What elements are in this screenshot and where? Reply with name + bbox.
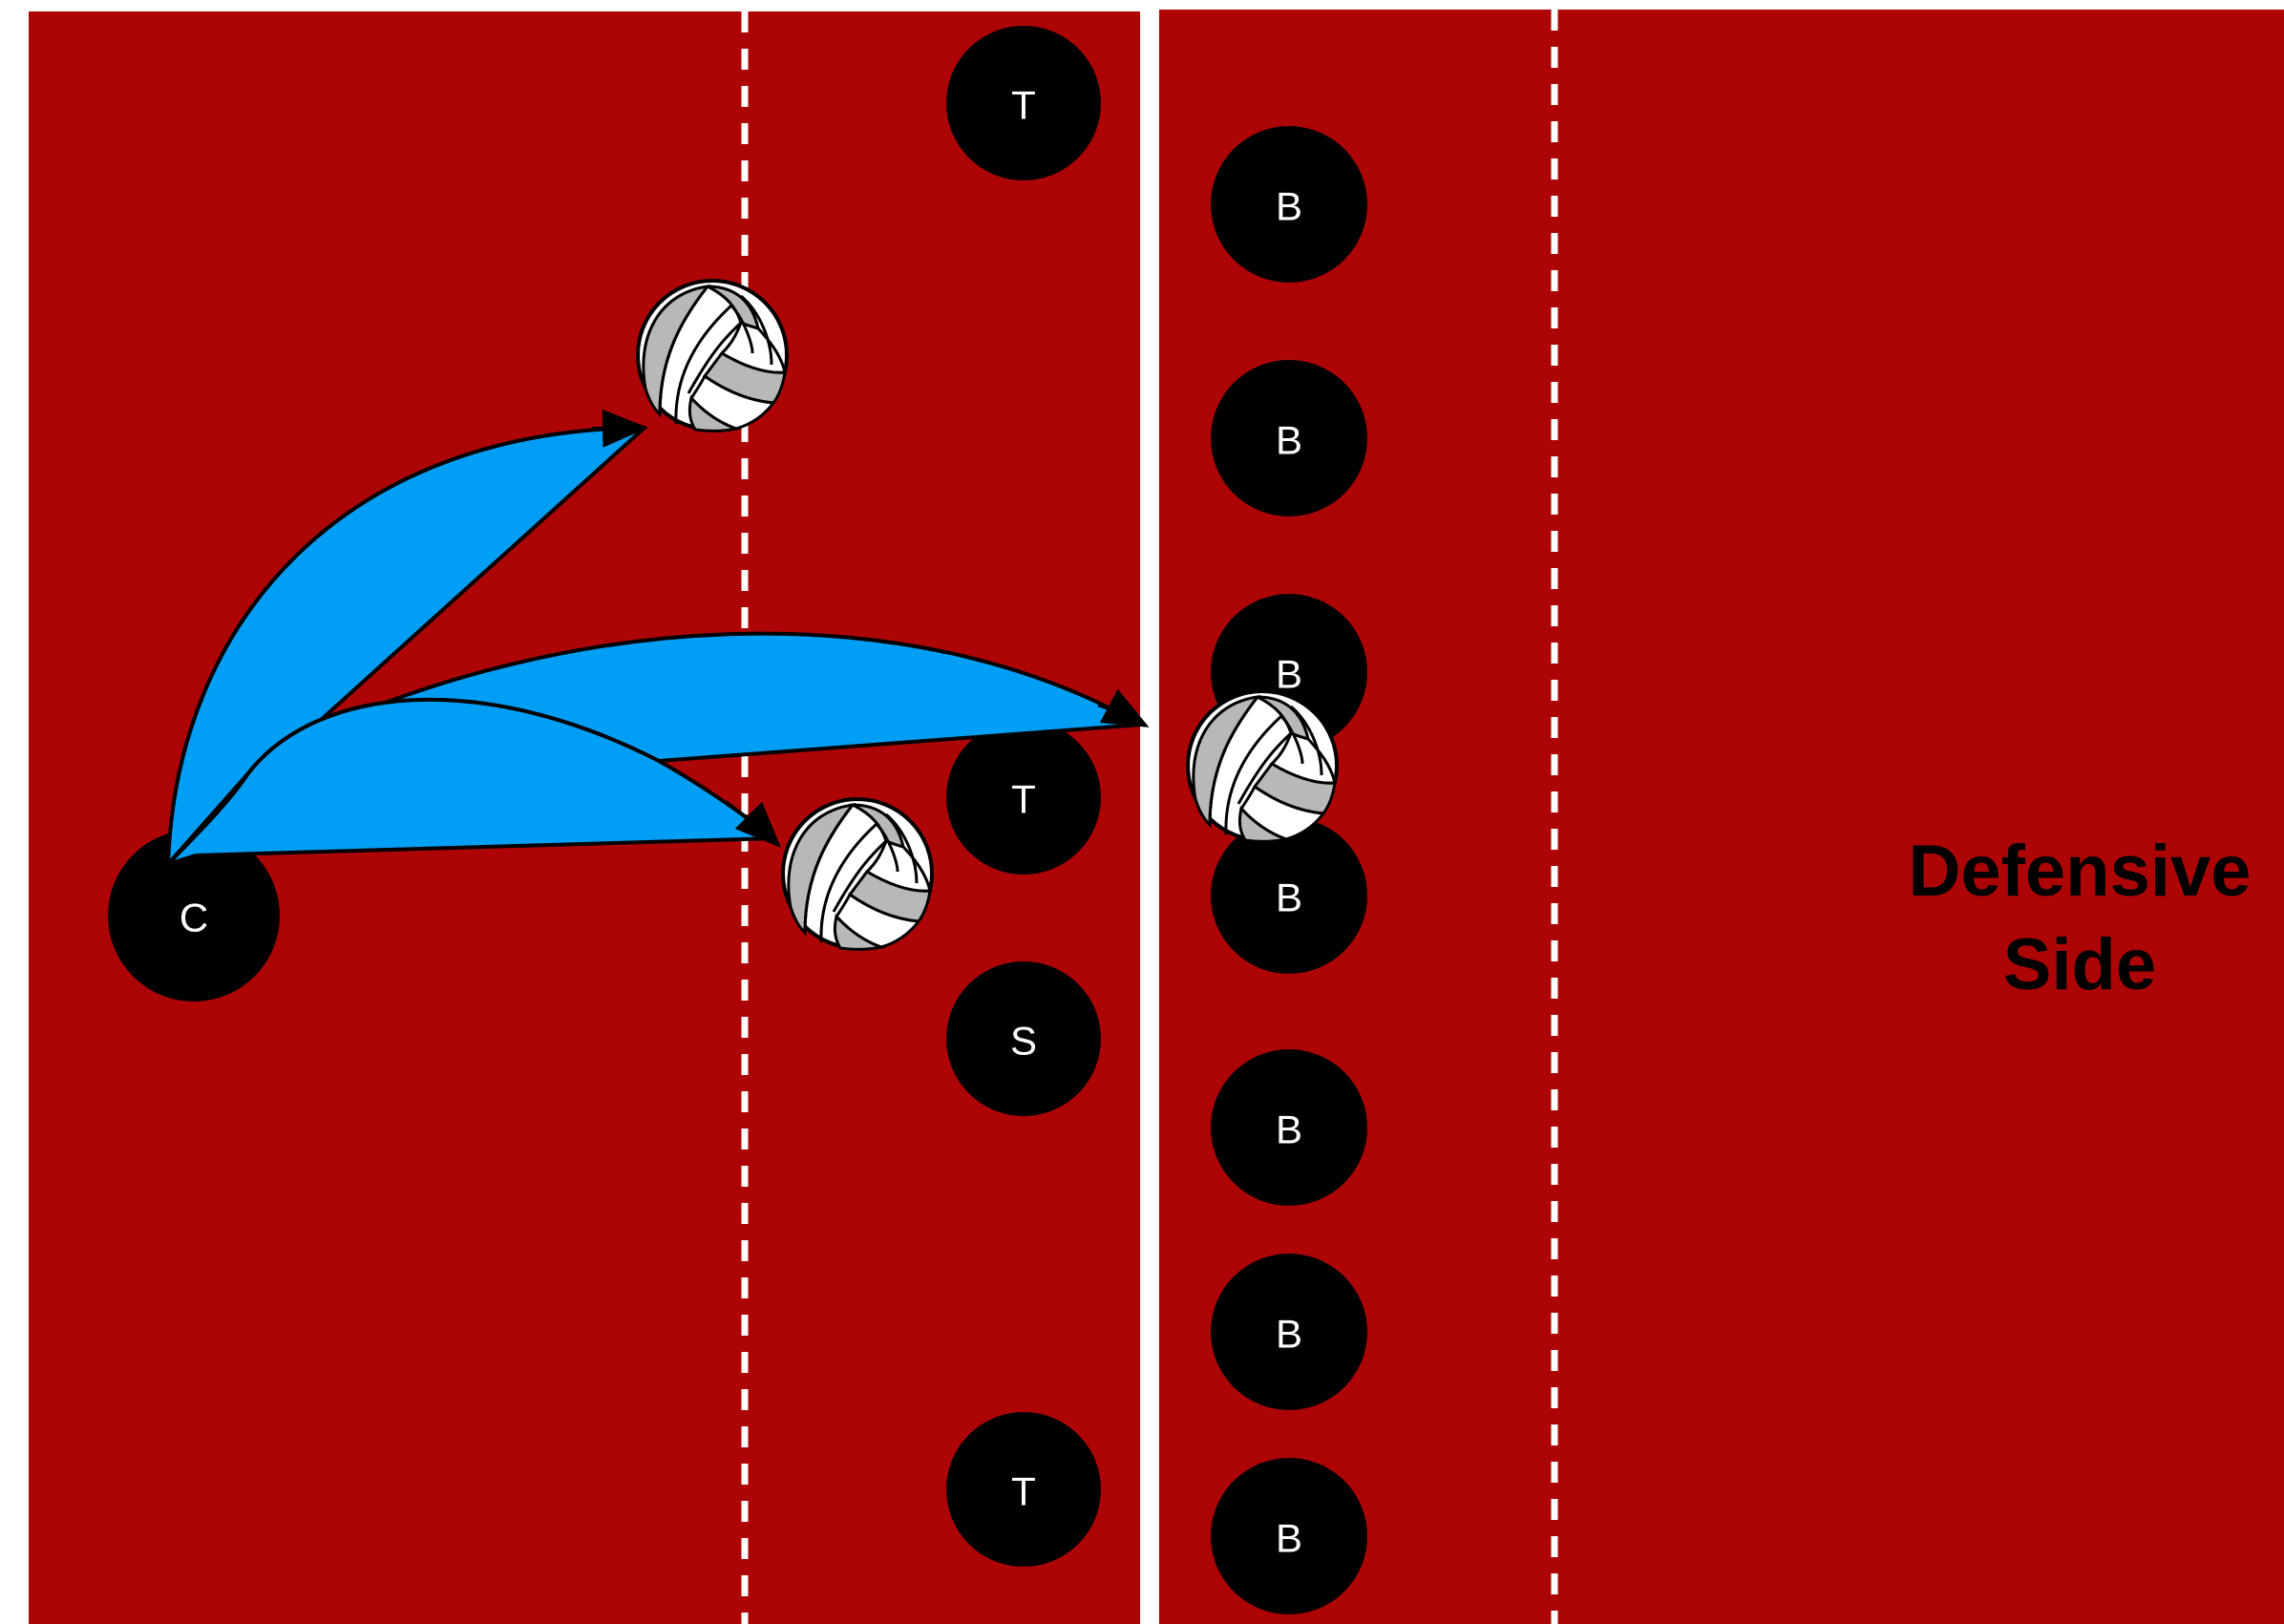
blocker-player-label: B [1276, 1516, 1302, 1561]
blocker-player-6: B [1211, 1254, 1367, 1410]
blocker-player-label: B [1276, 184, 1302, 229]
setter-player: S [946, 961, 1101, 1116]
volleyball-icon [1188, 691, 1337, 841]
defensive-side-label-line1: Defensive [1908, 831, 2251, 912]
blocker-player-7: B [1211, 1458, 1367, 1614]
target-player-3: T [946, 1412, 1101, 1567]
coach-player-label: C [180, 896, 208, 940]
target-player-label: T [1011, 1469, 1036, 1514]
target-player-2: T [946, 720, 1101, 875]
volleyball-icon [638, 281, 787, 431]
blocker-player-label: B [1276, 875, 1302, 920]
blocker-player-5: B [1211, 1049, 1367, 1206]
blocker-player-label: B [1276, 1107, 1302, 1152]
blocker-player-label: B [1276, 1312, 1302, 1357]
defensive-side-label-line2: Side [2003, 924, 2157, 1005]
blocker-player-label: B [1276, 418, 1302, 463]
blocker-player-2: B [1211, 360, 1367, 517]
blocker-player-1: B [1211, 126, 1367, 283]
volleyball-icon [783, 799, 932, 949]
target-player-label: T [1011, 83, 1036, 128]
trajectory-arrow-top [592, 428, 645, 429]
setter-player-label: S [1010, 1019, 1037, 1064]
blocker-player-label: B [1276, 652, 1302, 697]
blocker-player-4: B [1211, 817, 1367, 974]
target-player-label: T [1011, 777, 1036, 822]
target-player-1: T [946, 26, 1101, 180]
